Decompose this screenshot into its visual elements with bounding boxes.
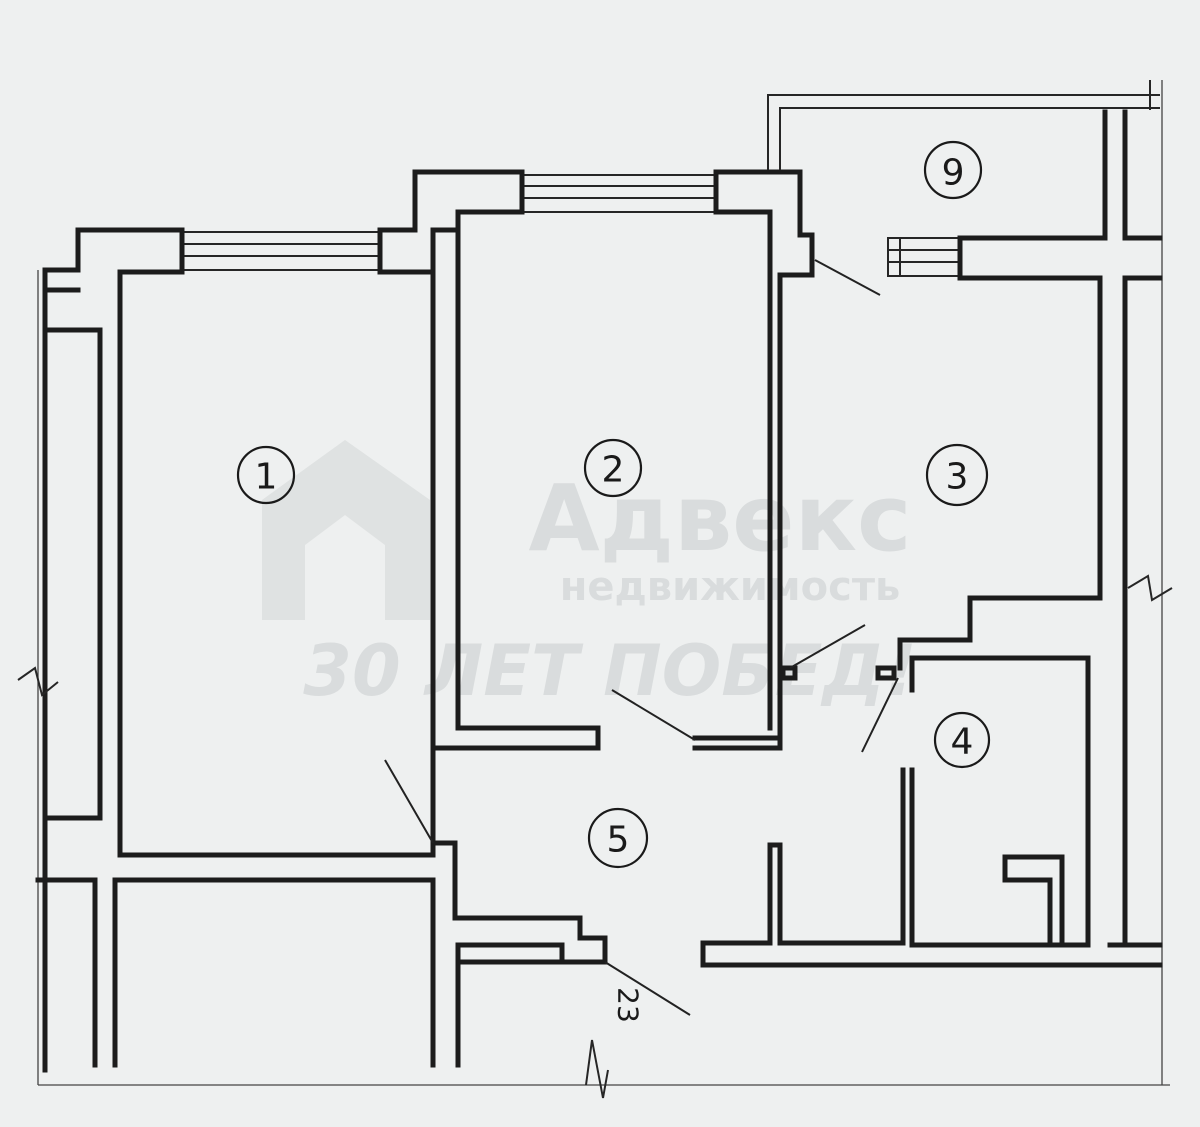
wall-left-column xyxy=(42,327,103,821)
room-1-label: 1 xyxy=(236,445,296,505)
watermark-logo-icon xyxy=(262,440,430,620)
door-entry xyxy=(604,961,691,1016)
wall-room-6 xyxy=(957,109,1108,241)
balcony-door xyxy=(887,237,961,277)
watermark-brand: Адвекс xyxy=(528,465,911,572)
wall-corridor-bottom xyxy=(700,842,906,968)
door-room-4 xyxy=(861,677,899,753)
dimension-label: 23 xyxy=(612,987,645,1023)
wall-room-1 xyxy=(117,269,185,855)
svg-text:5: 5 xyxy=(607,820,630,861)
svg-text:2: 2 xyxy=(602,450,625,491)
svg-text:4: 4 xyxy=(951,722,974,763)
room-2-label: 2 xyxy=(583,438,643,498)
break-lines xyxy=(17,574,1173,1099)
watermark: Адвекс недвижимость 30 ЛЕТ ПОБЕД! xyxy=(262,440,917,712)
bathroom-fixture xyxy=(1002,854,1065,948)
svg-text:1: 1 xyxy=(255,457,278,498)
door-room-2 xyxy=(611,689,696,741)
watermark-subtitle: недвижимость xyxy=(560,564,901,610)
window-room-1 xyxy=(179,227,383,275)
room-4-label: 4 xyxy=(933,711,991,769)
door-room-1 xyxy=(384,759,434,844)
watermark-slogan: 30 ЛЕТ ПОБЕД! xyxy=(303,630,916,712)
room-6-label: 6 xyxy=(923,140,983,200)
window-room-2 xyxy=(519,169,719,215)
doors xyxy=(384,259,899,1016)
wall-pier-2-3 xyxy=(713,169,815,293)
wall-lower-left xyxy=(35,877,98,1068)
svg-text:6: 6 xyxy=(942,150,965,191)
balcony-outline xyxy=(767,80,1160,170)
walls xyxy=(35,80,1163,1073)
room-5-label: 5 xyxy=(587,807,649,869)
door-room-3 xyxy=(789,624,866,669)
wall-entry xyxy=(430,840,608,1068)
room-3-label: 3 xyxy=(925,443,989,507)
wall-pier-1-2 xyxy=(377,169,525,233)
wall-room-4 xyxy=(909,655,1091,943)
svg-text:3: 3 xyxy=(946,457,969,498)
wall-room-2 xyxy=(430,209,601,751)
wall-room-3 xyxy=(897,275,1103,671)
wall-exterior-left xyxy=(42,227,185,1073)
door-balcony xyxy=(814,259,881,296)
room-labels: 1 2 3 4 5 6 xyxy=(236,140,991,869)
